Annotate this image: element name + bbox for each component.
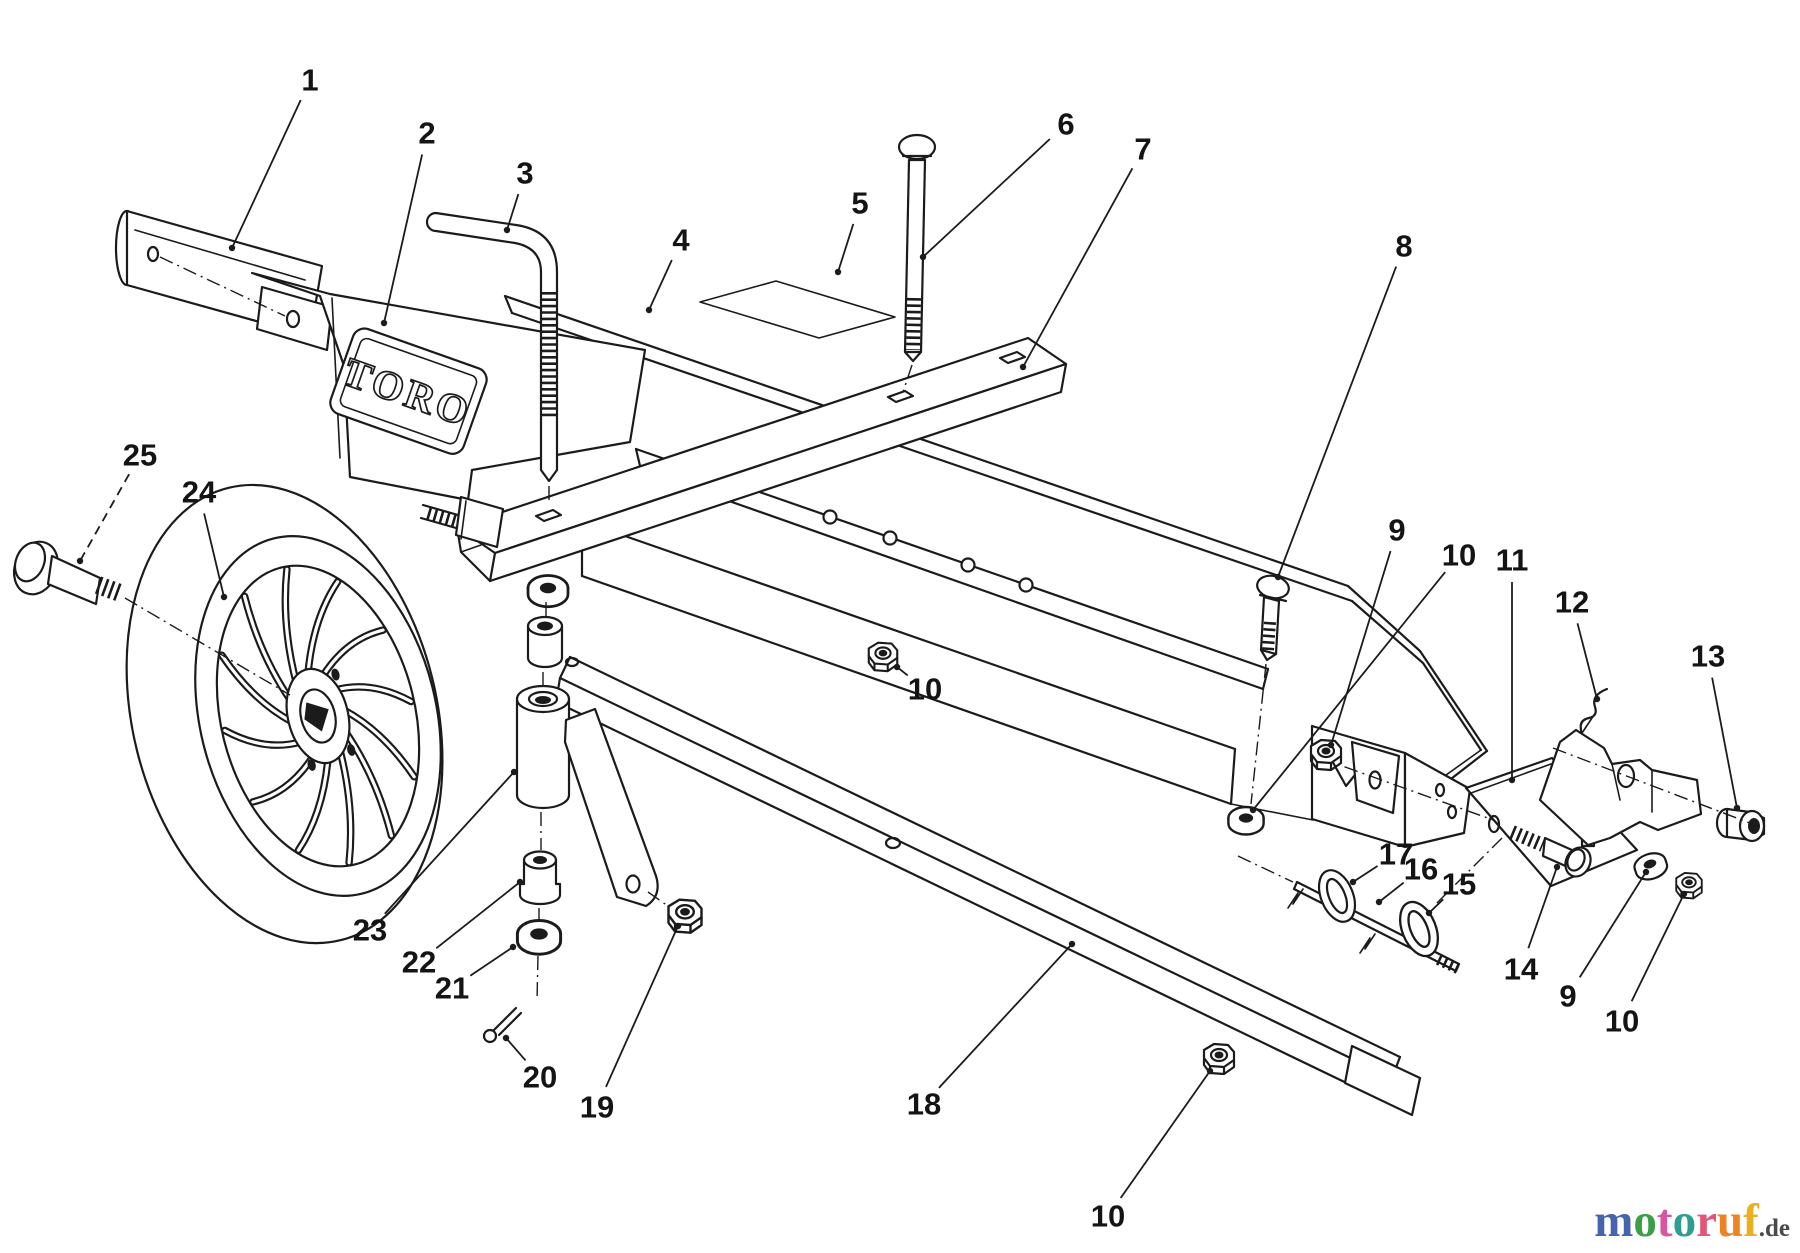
part-number-label: 10 [1091, 1199, 1125, 1234]
washer-right [1630, 848, 1671, 885]
part-number-label: 19 [580, 1090, 614, 1125]
watermark-letter: u [1716, 1195, 1744, 1247]
leader-line [383, 154, 424, 324]
bar-foot-plate [1343, 1044, 1422, 1117]
part-number-label: 1 [301, 63, 318, 98]
long-spacer-tube [515, 684, 571, 810]
hex-nut-mid [867, 641, 899, 673]
part-number-label: 5 [851, 186, 868, 221]
leader-line [1352, 865, 1379, 883]
leader-line [648, 259, 673, 311]
part-number-label: 10 [1442, 538, 1476, 573]
cotter-pin [482, 1006, 523, 1044]
washer-mid [1227, 805, 1265, 836]
j-bolt [425, 211, 559, 504]
support-arm [563, 707, 703, 934]
hex-nut-right [1675, 872, 1703, 900]
part-number-label: 16 [1404, 852, 1438, 887]
part-number-label: 14 [1504, 952, 1539, 987]
part-number-label: 12 [1555, 585, 1589, 620]
leader-line [1428, 898, 1444, 914]
toro-badge: TORO [329, 327, 488, 455]
part-number-label: 18 [907, 1087, 941, 1122]
leader-line [79, 473, 130, 562]
part-number-label: 9 [1388, 513, 1405, 548]
leader-line [231, 99, 302, 249]
part-number-label: 9 [1559, 979, 1576, 1014]
part-number-label: 4 [672, 223, 690, 258]
leader-line [506, 193, 520, 231]
cross-channel-bar [455, 336, 1068, 583]
decal-label [699, 280, 896, 339]
leader-line [605, 925, 679, 1088]
flange-nut [1715, 807, 1766, 843]
axle-shaft [1237, 855, 1463, 975]
leader-line [1576, 623, 1598, 700]
part-number-label: 20 [523, 1060, 557, 1095]
upper-bushing [526, 615, 580, 669]
deck-housing [503, 280, 1489, 822]
part-number-label: 23 [353, 913, 387, 948]
shoulder-bolt [12, 540, 291, 696]
leader-line [469, 946, 514, 977]
leader-line [384, 771, 515, 915]
watermark-logo: motoruf.de [1594, 1198, 1790, 1245]
bottom-angle-bar [554, 655, 1422, 1117]
leader-line [1330, 550, 1392, 746]
leader-line [1277, 266, 1398, 578]
wheel [125, 483, 444, 945]
spacer-stack [482, 574, 580, 1044]
leader-line [435, 881, 521, 950]
part-number-label: 17 [1379, 837, 1413, 872]
leader-line [938, 943, 1073, 1089]
leader-line [1378, 881, 1405, 903]
leader-line [1527, 866, 1558, 949]
watermark-letter: m [1594, 1195, 1634, 1247]
handle-bracket [255, 285, 334, 352]
hex-nut [667, 898, 703, 934]
leader-line [837, 223, 855, 273]
watermark-suffix: .de [1758, 1215, 1790, 1242]
leader-line [203, 513, 225, 598]
pivot-bolt [1509, 825, 1592, 878]
flat-washer [515, 919, 563, 956]
part-number-label: 11 [1496, 543, 1529, 578]
part-number-label: 3 [516, 156, 533, 191]
carriage-bolt-long [897, 133, 937, 393]
part-number-label: 22 [402, 945, 436, 980]
part-number-label: 2 [418, 116, 435, 151]
leader-line [922, 138, 1051, 258]
part-number-label: 10 [1605, 1004, 1639, 1039]
pivot-bracket-assembly [1237, 687, 1766, 975]
part-number-label: 6 [1057, 107, 1074, 142]
part-number-label: 15 [1442, 867, 1476, 902]
part-number-label: 13 [1691, 639, 1725, 674]
watermark-letter: t [1656, 1195, 1673, 1247]
watermark-letter: o [1633, 1195, 1657, 1247]
part-number-label: 24 [182, 475, 217, 510]
pivot-stud [419, 495, 505, 549]
watermark-letter: r [1696, 1195, 1717, 1247]
carriage-bolt-short [1250, 574, 1290, 805]
leader-line [1252, 571, 1446, 811]
watermark-letter: f [1743, 1195, 1759, 1247]
part-number-label: 25 [123, 438, 157, 473]
leader-line [1630, 893, 1685, 1002]
leader-line [1022, 167, 1134, 368]
handle-tube [114, 209, 334, 352]
leader-line [505, 1037, 527, 1062]
part-number-label: 7 [1134, 132, 1151, 167]
watermark-letter: o [1672, 1195, 1697, 1247]
leader-line [1578, 871, 1647, 978]
part-number-label: 8 [1395, 229, 1412, 264]
leader-line [1119, 1070, 1211, 1199]
part-number-label: 21 [435, 971, 469, 1006]
lower-bushing [518, 850, 562, 906]
part-number-label: 10 [908, 672, 942, 707]
leader-line [1711, 677, 1738, 809]
